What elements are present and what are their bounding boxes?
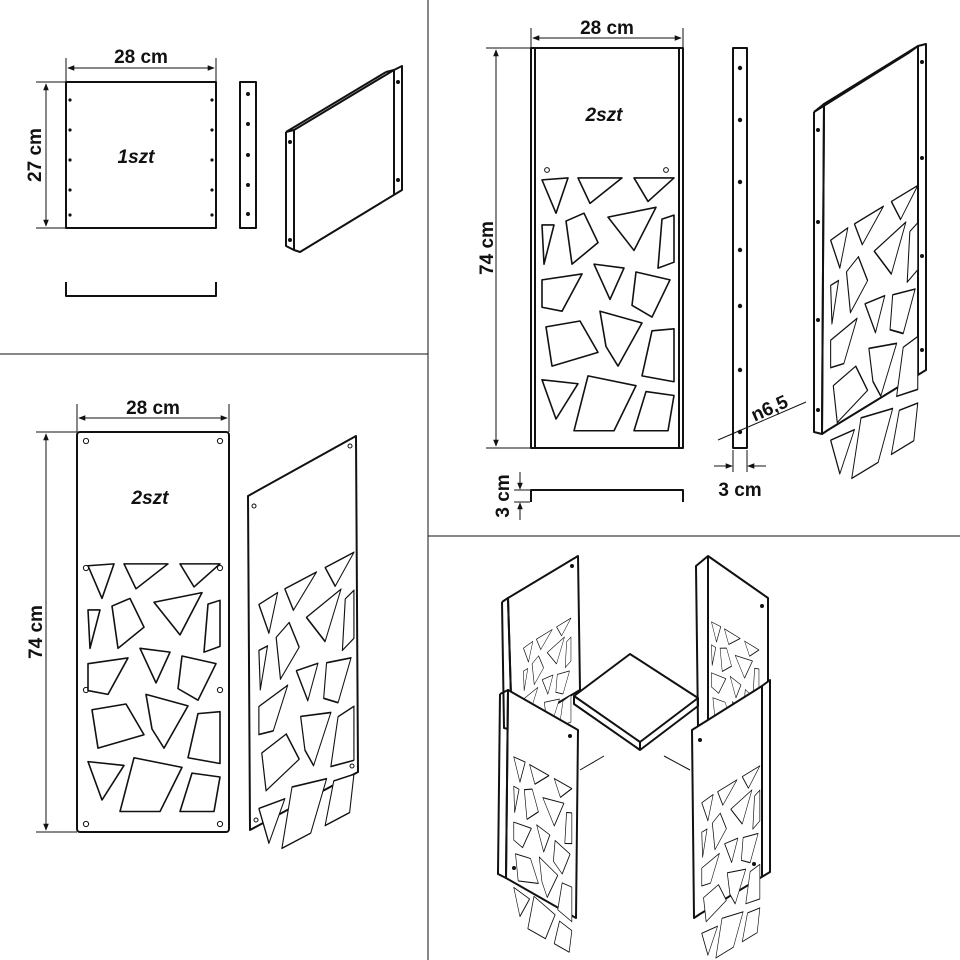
dimension-width: 28 cm <box>76 398 230 432</box>
wall-profile <box>530 489 684 502</box>
hole-label: n6,5 <box>748 391 792 426</box>
side-wall-bent-isometric <box>813 43 927 493</box>
dimension-width: 28 cm <box>65 47 217 82</box>
quantity-label: 2szt <box>585 105 624 126</box>
quantity-label: 2szt <box>131 488 170 509</box>
width-label: 28 cm <box>580 18 634 39</box>
plate-profile <box>65 282 217 297</box>
section-side-wall-front: 28 cm 74 cm 2szt <box>26 398 359 862</box>
dimension-flange-width: 3 cm <box>714 450 766 501</box>
dimension-height: 27 cm <box>25 81 66 229</box>
height-label: 74 cm <box>477 221 498 275</box>
dimension-height: 74 cm <box>26 431 77 833</box>
assembly-bottom-tray <box>573 653 699 751</box>
section-side-wall-bent: 28 cm 74 cm 2szt n6,5 <box>477 18 927 520</box>
plate-edge-holes <box>68 98 214 217</box>
assembly-front-right-panel <box>691 679 771 960</box>
quantity-label: 1szt <box>118 147 156 168</box>
section-assembly-view <box>497 555 771 960</box>
height-label: 27 cm <box>25 128 46 182</box>
hole-diameter-callout: n6,5 <box>717 391 807 441</box>
bottom-plate-top-view <box>65 81 217 229</box>
bottom-plate-isometric <box>285 65 403 253</box>
flange-width-label: 3 cm <box>718 480 761 501</box>
dimension-flange-depth: 3 cm <box>493 472 530 520</box>
width-label: 28 cm <box>126 398 180 419</box>
side-wall-front-isometric <box>247 435 359 862</box>
strip-holes <box>737 65 743 435</box>
dimension-width: 28 cm <box>530 18 684 50</box>
height-label: 74 cm <box>26 605 47 659</box>
section-bottom-plate: 28 cm 27 cm 1szt <box>25 47 403 297</box>
assembly-back-left-panel <box>501 555 581 777</box>
flange-strip-holes <box>246 92 250 216</box>
dimension-height: 74 cm <box>477 47 531 449</box>
flange-depth-label: 3 cm <box>493 474 514 517</box>
width-label: 28 cm <box>114 47 168 68</box>
assembly-front-left-panel <box>497 689 579 955</box>
